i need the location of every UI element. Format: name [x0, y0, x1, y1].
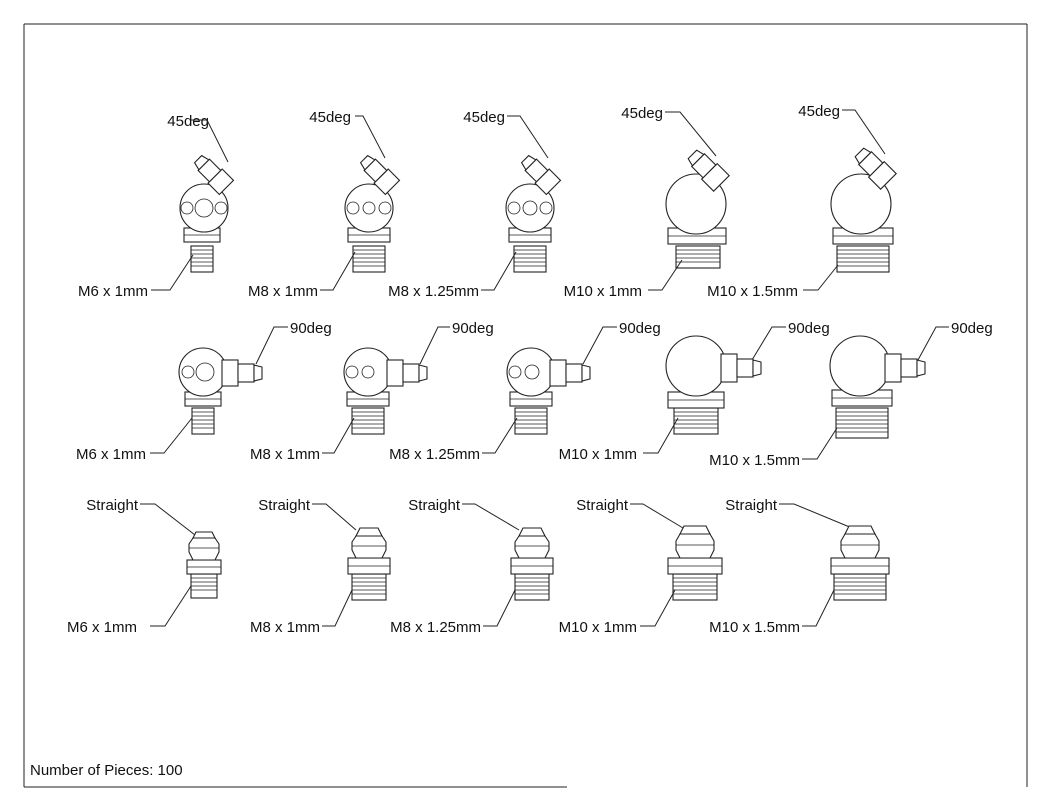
fitting-straight-3: Straight M8 x 1.25mm [390, 497, 554, 636]
fitting-straight-2: Straight M8 x 1mm [250, 497, 391, 636]
fitting-straight-5: Straight M10 x 1.5mm [709, 497, 890, 636]
fitting-straight-4: Straight M10 x 1mm [559, 497, 723, 636]
angle-label: 45deg [621, 105, 663, 122]
angle-label: 45deg [463, 109, 505, 126]
sheet-border [23, 23, 1028, 788]
size-label: M10 x 1.5mm [709, 619, 800, 636]
fitting-straight-1: Straight M6 x 1mm [67, 497, 222, 636]
fitting-90-5: 90deg M10 x 1.5mm [709, 320, 993, 469]
angle-label: 90deg [951, 320, 993, 337]
angle-label: 90deg [619, 320, 661, 337]
angle-label: 45deg [309, 109, 351, 126]
size-label: M10 x 1mm [559, 619, 637, 636]
size-label: M8 x 1mm [248, 283, 318, 300]
fitting-45-4: 45deg M10 x 1mm [564, 105, 730, 300]
size-label: M10 x 1.5mm [707, 283, 798, 300]
size-label: M6 x 1mm [76, 446, 146, 463]
size-label: M6 x 1mm [78, 283, 148, 300]
angle-label: 90deg [452, 320, 494, 337]
fitting-45-5: 45deg M10 x 1.5mm [707, 103, 897, 300]
fitting-45-graphic [179, 154, 235, 273]
fitting-45-1: 45deg M6 x 1mm [78, 113, 235, 300]
fitting-90-3: 90deg M8 x 1.25mm [389, 320, 661, 463]
size-label: M8 x 1.25mm [389, 446, 480, 463]
angle-label: 45deg [798, 103, 840, 120]
row-straight: Straight M6 x 1mm Straight [67, 497, 890, 636]
fitting-90-4: 90deg M10 x 1mm [559, 320, 830, 463]
size-label: M8 x 1mm [250, 619, 320, 636]
angle-label: 45deg [167, 113, 209, 130]
angle-label: Straight [725, 497, 778, 514]
fitting-90-1: 90deg M6 x 1mm [76, 320, 332, 463]
angle-label: 90deg [290, 320, 332, 337]
size-label: M10 x 1mm [564, 283, 642, 300]
size-label: M6 x 1mm [67, 619, 137, 636]
angle-label: Straight [86, 497, 139, 514]
fitting-45-3: 45deg M8 x 1.25mm [388, 109, 562, 300]
row-90deg: 90deg M6 x 1mm 90deg [76, 320, 993, 469]
size-label: M8 x 1.25mm [388, 283, 479, 300]
size-label: M8 x 1.25mm [390, 619, 481, 636]
fitting-45-2: 45deg M8 x 1mm [248, 109, 401, 300]
size-label: M10 x 1mm [559, 446, 637, 463]
angle-label: 90deg [788, 320, 830, 337]
fitting-90-2: 90deg M8 x 1mm [250, 320, 494, 463]
size-label: M10 x 1.5mm [709, 452, 800, 469]
angle-label: Straight [576, 497, 629, 514]
size-label: M8 x 1mm [250, 446, 320, 463]
pieces-count-label: Number of Pieces: 100 [30, 762, 183, 779]
angle-label: Straight [258, 497, 311, 514]
row-45deg: 45deg M6 x 1mm 45deg [78, 103, 897, 300]
angle-label: Straight [408, 497, 461, 514]
